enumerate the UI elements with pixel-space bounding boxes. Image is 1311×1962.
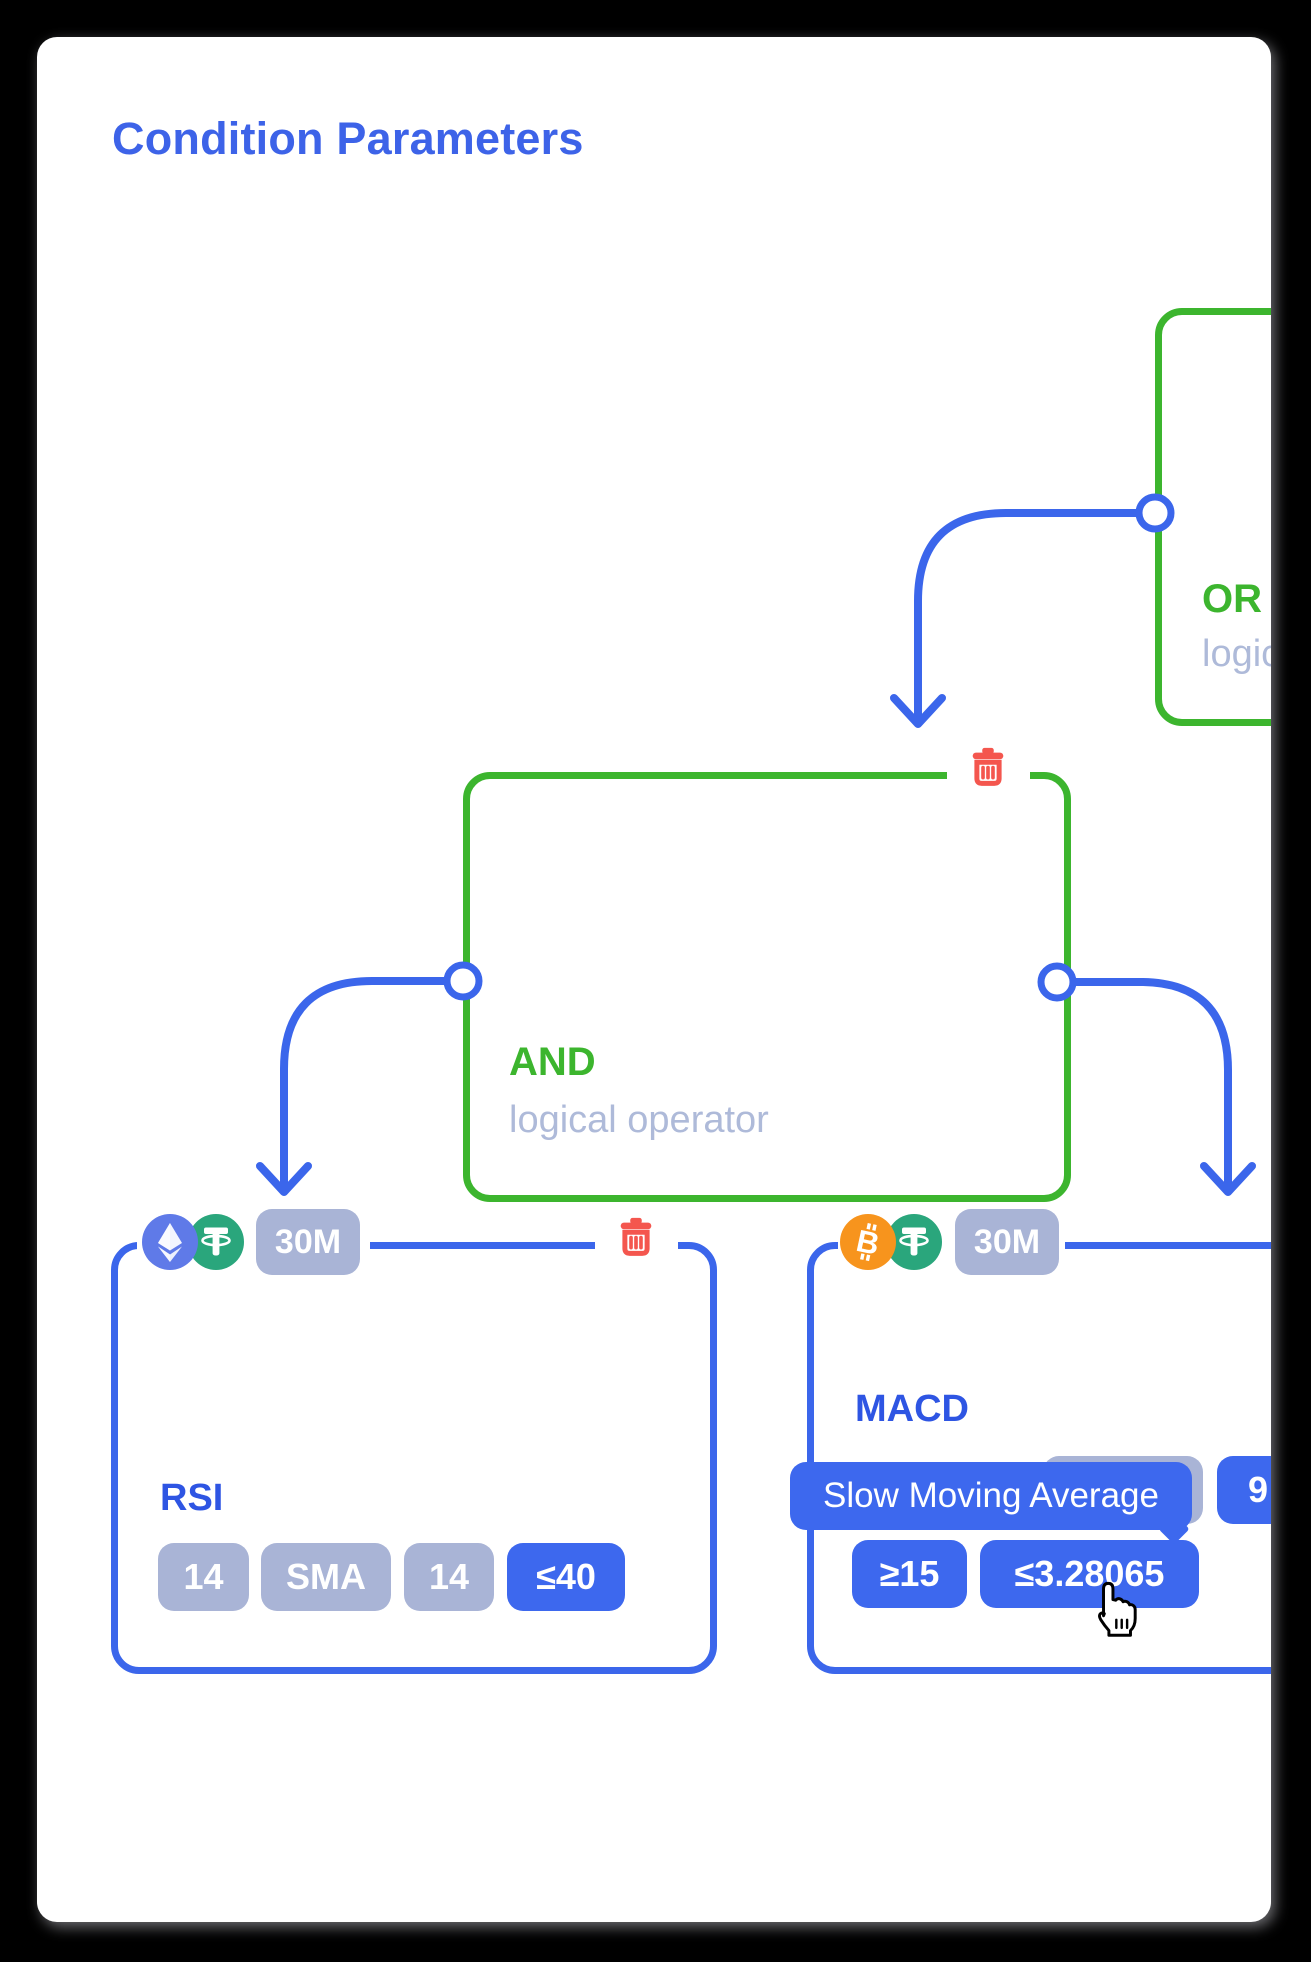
rsi-timeframe-chip[interactable]: 30M bbox=[256, 1209, 360, 1275]
usdt-icon bbox=[188, 1214, 244, 1270]
edge-or-to-and-arrowhead bbox=[890, 694, 946, 728]
macd-timeframe-chip[interactable]: 30M bbox=[955, 1209, 1059, 1275]
rsi-param-chip[interactable]: SMA bbox=[261, 1543, 391, 1611]
macd-indicator-label: MACD bbox=[855, 1388, 969, 1430]
and-label: AND bbox=[509, 1040, 596, 1084]
tooltip: Slow Moving Average bbox=[790, 1462, 1192, 1530]
usdt-icon bbox=[886, 1214, 942, 1270]
rsi-param-chip[interactable]: 14 bbox=[158, 1543, 249, 1611]
rsi-condition-chip[interactable]: ≤40 bbox=[507, 1543, 625, 1611]
and-delete-trash-icon[interactable] bbox=[965, 745, 1011, 791]
page-title: Condition Parameters bbox=[112, 113, 584, 164]
btc-icon: B bbox=[840, 1214, 896, 1270]
macd-condition-chip[interactable]: ≥15 bbox=[852, 1540, 967, 1608]
rsi-indicator-label: RSI bbox=[160, 1477, 224, 1519]
macd-param-chip[interactable]: 9 bbox=[1217, 1456, 1271, 1524]
node-macd[interactable] bbox=[807, 1242, 1271, 1674]
rsi-delete-trash-icon[interactable] bbox=[613, 1215, 659, 1261]
edge-and-to-rsi bbox=[280, 977, 450, 1193]
or-sublabel: logical operator bbox=[1202, 633, 1271, 675]
edge-and-to-rsi-arrowhead bbox=[256, 1162, 312, 1196]
and-sublabel: logical operator bbox=[509, 1099, 769, 1141]
eth-icon bbox=[142, 1214, 198, 1270]
edge-and-to-macd-arrowhead bbox=[1200, 1162, 1256, 1196]
edge-or-to-and bbox=[914, 509, 1142, 725]
condition-parameters-panel: Condition Parameters OR logical operator… bbox=[37, 37, 1271, 1922]
or-label: OR bbox=[1202, 577, 1262, 621]
node-rsi[interactable] bbox=[111, 1242, 717, 1674]
macd-condition-chip[interactable]: ≤3.28065 bbox=[980, 1540, 1199, 1608]
rsi-param-chip[interactable]: 14 bbox=[404, 1543, 494, 1611]
edge-and-to-macd bbox=[1070, 978, 1232, 1193]
